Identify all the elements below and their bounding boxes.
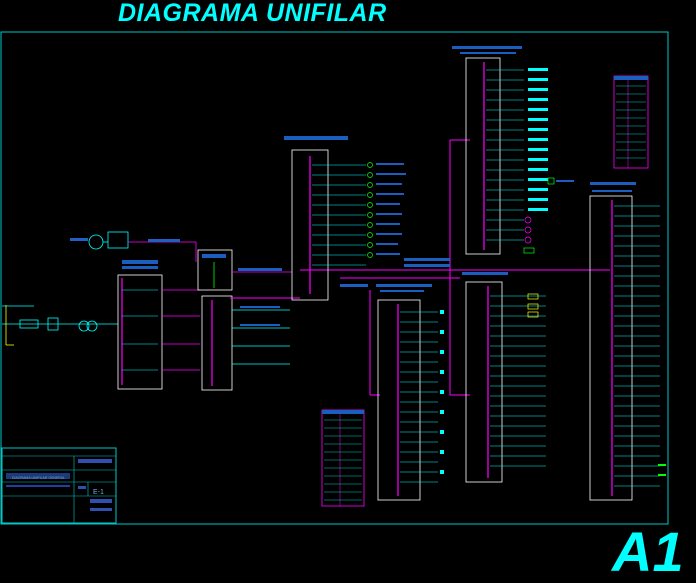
sub-panel-3 bbox=[376, 284, 444, 501]
drawing-frame bbox=[0, 31, 669, 525]
main-distribution-board bbox=[117, 260, 200, 390]
sub-panel-1 bbox=[284, 136, 406, 301]
load-table-1 bbox=[321, 409, 365, 507]
transfer-switch-panel bbox=[197, 249, 292, 391]
title-block: DIAGRAMA UNIFILAR GENERAL E-1 bbox=[1, 447, 117, 524]
sheet-size-label: A1 bbox=[612, 520, 684, 583]
incoming-supply bbox=[2, 305, 118, 346]
sub-panel-2 bbox=[452, 46, 574, 255]
generator bbox=[70, 231, 197, 262]
title-block-sheet-number: E-1 bbox=[93, 489, 104, 496]
title-block-drawing-name: DIAGRAMA UNIFILAR GENERAL bbox=[12, 476, 65, 480]
load-table-2 bbox=[613, 75, 649, 169]
sub-panel-4 bbox=[462, 272, 546, 483]
diagram-title: DIAGRAMA UNIFILAR bbox=[118, 0, 387, 27]
main-feeder-bus bbox=[230, 139, 610, 396]
sub-panel-5 bbox=[589, 182, 666, 501]
